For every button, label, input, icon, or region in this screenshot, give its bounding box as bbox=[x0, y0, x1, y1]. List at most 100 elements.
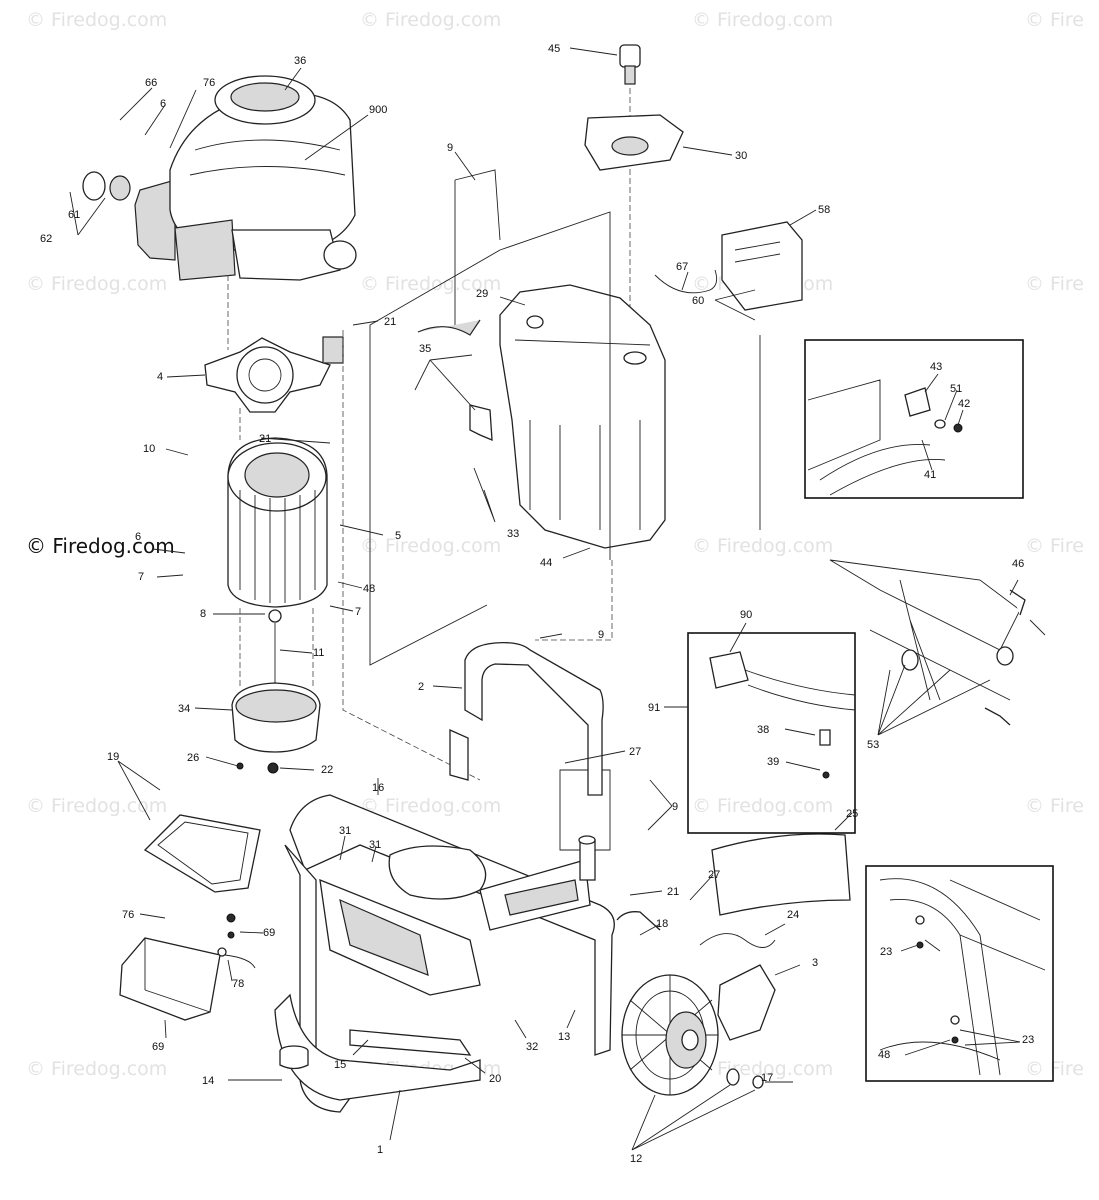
callout-label: 69 bbox=[152, 1041, 164, 1053]
watermark: © Firedog.com bbox=[692, 535, 833, 557]
callout-label: 60 bbox=[692, 295, 704, 307]
callout-label: 39 bbox=[767, 756, 779, 768]
callout-label: 62 bbox=[40, 233, 52, 245]
watermark: © Firedog.com bbox=[360, 535, 501, 557]
callout-label: 2 bbox=[418, 681, 424, 693]
callout-label: 51 bbox=[950, 383, 962, 395]
callout-label: 9 bbox=[672, 801, 678, 813]
watermark: © Firedog.com bbox=[360, 9, 501, 31]
callout-label: 36 bbox=[294, 55, 306, 67]
callout-label: 27 bbox=[708, 869, 720, 881]
callout-label: 53 bbox=[867, 739, 879, 751]
watermark: © Firedog.com bbox=[360, 273, 501, 295]
callout-label: 23 bbox=[880, 946, 892, 958]
callout-label: 16 bbox=[372, 782, 384, 794]
callout-label: 67 bbox=[676, 261, 688, 273]
callout-label: 91 bbox=[648, 702, 660, 714]
callout-label: 44 bbox=[540, 557, 552, 569]
callout-label: 13 bbox=[558, 1031, 570, 1043]
watermark: © Fire bbox=[1025, 795, 1084, 817]
callout-label: 27 bbox=[629, 746, 641, 758]
callout-label: 76 bbox=[203, 77, 215, 89]
callout-label: 31 bbox=[369, 839, 381, 851]
callout-label: 9 bbox=[598, 629, 604, 641]
callout-label: 30 bbox=[735, 150, 747, 162]
callout-label: 38 bbox=[757, 724, 769, 736]
callout-label: 5 bbox=[395, 530, 401, 542]
callout-label: 1 bbox=[377, 1144, 383, 1156]
callout-label: 12 bbox=[630, 1153, 642, 1165]
callout-label: 6 bbox=[135, 531, 141, 543]
callout-label: 46 bbox=[1012, 558, 1024, 570]
wheel-assembly bbox=[616, 833, 851, 1096]
watermark: © Fire bbox=[1025, 9, 1084, 31]
callout-label: 6 bbox=[160, 98, 166, 110]
callout-label: 19 bbox=[107, 751, 119, 763]
watermark: © Firedog.com bbox=[26, 795, 167, 817]
callout-label: 21 bbox=[667, 886, 679, 898]
engine-assembly bbox=[82, 75, 357, 281]
callout-label: 22 bbox=[321, 764, 333, 776]
callout-label: 41 bbox=[924, 469, 936, 481]
callout-label: 900 bbox=[369, 104, 387, 116]
callout-label: 69 bbox=[263, 927, 275, 939]
callout-label: 18 bbox=[656, 918, 668, 930]
watermark: © Firedog.com bbox=[692, 795, 833, 817]
watermark: © Firedog.com bbox=[26, 1058, 167, 1080]
callout-label: 4 bbox=[157, 371, 163, 383]
watermark: © Firedog.com bbox=[26, 273, 167, 295]
callout-label: 21 bbox=[259, 433, 271, 445]
callout-label: 17 bbox=[761, 1072, 773, 1084]
callout-label: 90 bbox=[740, 609, 752, 621]
callout-labels: 36 66 76 6 900 45 30 58 9 67 62 61 29 21… bbox=[40, 43, 1034, 1165]
generator-parts bbox=[204, 336, 344, 774]
inset-box-handle-grip bbox=[687, 632, 856, 834]
control-panels bbox=[119, 814, 261, 1021]
callout-label: 7 bbox=[355, 606, 361, 618]
callout-label: 23 bbox=[1022, 1034, 1034, 1046]
watermark: © Firedog.com bbox=[360, 795, 501, 817]
watermark: © Firedog.com bbox=[692, 9, 833, 31]
watermark: © Firedog.com bbox=[26, 9, 167, 31]
leader-lines bbox=[69, 47, 1021, 1151]
callout-label: 31 bbox=[339, 825, 351, 837]
callout-label: 48 bbox=[878, 1049, 890, 1061]
callout-label: 42 bbox=[958, 398, 970, 410]
callout-label: 66 bbox=[145, 77, 157, 89]
callout-label: 35 bbox=[419, 343, 431, 355]
callout-label: 76 bbox=[122, 909, 134, 921]
watermark: © Fire bbox=[1025, 273, 1084, 295]
callout-label: 29 bbox=[476, 288, 488, 300]
callout-label: 9 bbox=[447, 142, 453, 154]
callout-label: 61 bbox=[68, 209, 80, 221]
callout-label: 15 bbox=[334, 1059, 346, 1071]
fuel-tank bbox=[417, 44, 803, 549]
callout-label: 10 bbox=[143, 443, 155, 455]
callout-label: 45 bbox=[548, 43, 560, 55]
cart-frame bbox=[274, 642, 615, 1113]
callout-label: 34 bbox=[178, 703, 190, 715]
callout-label: 21 bbox=[384, 316, 396, 328]
callout-label: 26 bbox=[187, 752, 199, 764]
callout-label: 58 bbox=[818, 204, 830, 216]
callout-label: 43 bbox=[930, 361, 942, 373]
inset-box-frame-detail bbox=[865, 865, 1054, 1082]
callout-label: 25 bbox=[846, 808, 858, 820]
watermark: © Fire bbox=[1025, 535, 1084, 557]
handle-parts bbox=[829, 559, 1046, 726]
watermark: © Fire bbox=[1025, 1058, 1084, 1080]
callout-label: 14 bbox=[202, 1075, 214, 1087]
callout-label: 3 bbox=[812, 957, 818, 969]
callout-label: 8 bbox=[200, 608, 206, 620]
inset-box-handle-bracket bbox=[804, 339, 1024, 499]
callout-label: 33 bbox=[507, 528, 519, 540]
callout-label: 48 bbox=[363, 583, 375, 595]
callout-label: 78 bbox=[232, 978, 244, 990]
watermark-main: © Firedog.com bbox=[26, 534, 175, 558]
callout-label: 20 bbox=[489, 1073, 501, 1085]
callout-label: 32 bbox=[526, 1041, 538, 1053]
callout-label: 11 bbox=[313, 647, 324, 659]
callout-label: 24 bbox=[787, 909, 799, 921]
